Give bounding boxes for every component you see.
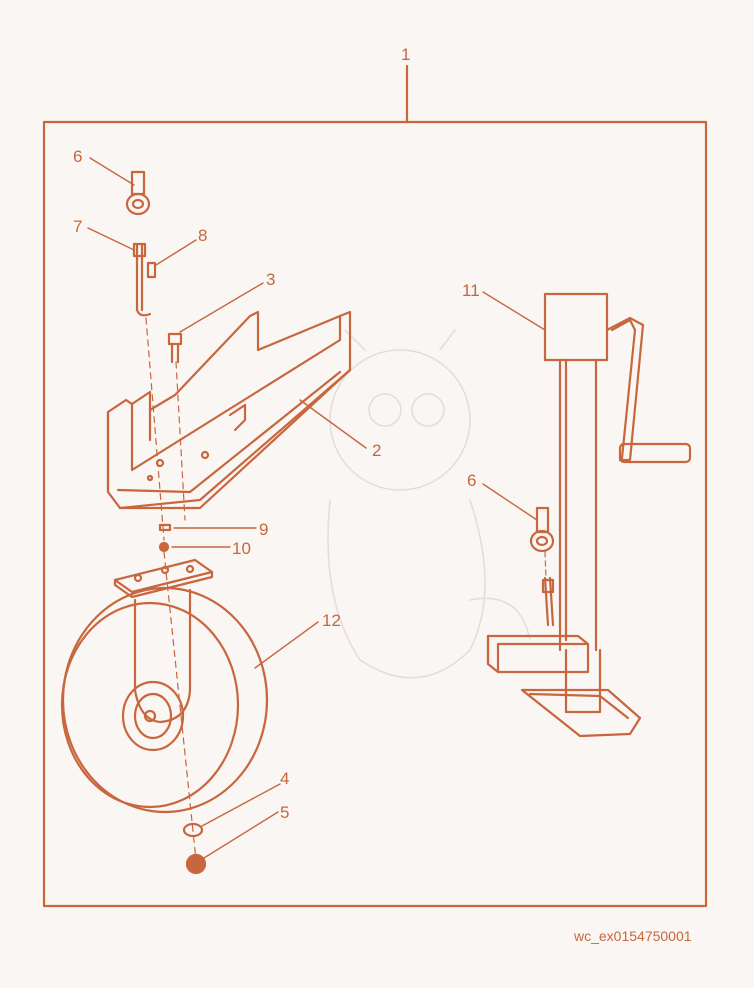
callout-7: 7 xyxy=(73,217,82,236)
caster-wheel-part-12 xyxy=(60,558,269,814)
callout-10: 10 xyxy=(232,539,251,558)
frame-border xyxy=(42,120,708,908)
nut-part-10 xyxy=(158,541,170,553)
eye-bolt-part-6 xyxy=(125,170,151,216)
channel-bracket-part-2 xyxy=(106,310,352,510)
callout-11: 11 xyxy=(462,281,480,300)
nut-part-5 xyxy=(185,853,207,875)
assembly-centerlines xyxy=(145,317,197,861)
washer-part-9 xyxy=(158,523,172,532)
watermark-figure xyxy=(327,329,531,679)
washer-part-4 xyxy=(182,822,204,838)
callout-8: 8 xyxy=(198,226,207,245)
callout-labels: 1 2 3 4 5 6 6 7 8 9 10 11 12 wc_ex015475… xyxy=(73,45,692,944)
bolt-part-3 xyxy=(167,332,183,364)
callout-2: 2 xyxy=(372,441,381,460)
eye-bolt-part-6-right xyxy=(529,506,555,627)
drawing-code: wc_ex0154750001 xyxy=(573,928,692,944)
leader-lines xyxy=(87,157,546,859)
pin-part-7 xyxy=(132,242,152,317)
clip-part-8 xyxy=(146,261,157,279)
trailer-jack-part-11 xyxy=(486,292,692,738)
callout-4: 4 xyxy=(280,769,289,788)
callout-6-left: 6 xyxy=(73,147,82,166)
callout-6-right: 6 xyxy=(467,471,476,490)
callout-12: 12 xyxy=(322,611,341,630)
callout-1: 1 xyxy=(401,45,410,64)
callout-9: 9 xyxy=(259,520,268,539)
callout-3: 3 xyxy=(266,270,275,289)
callout-5: 5 xyxy=(280,803,289,822)
